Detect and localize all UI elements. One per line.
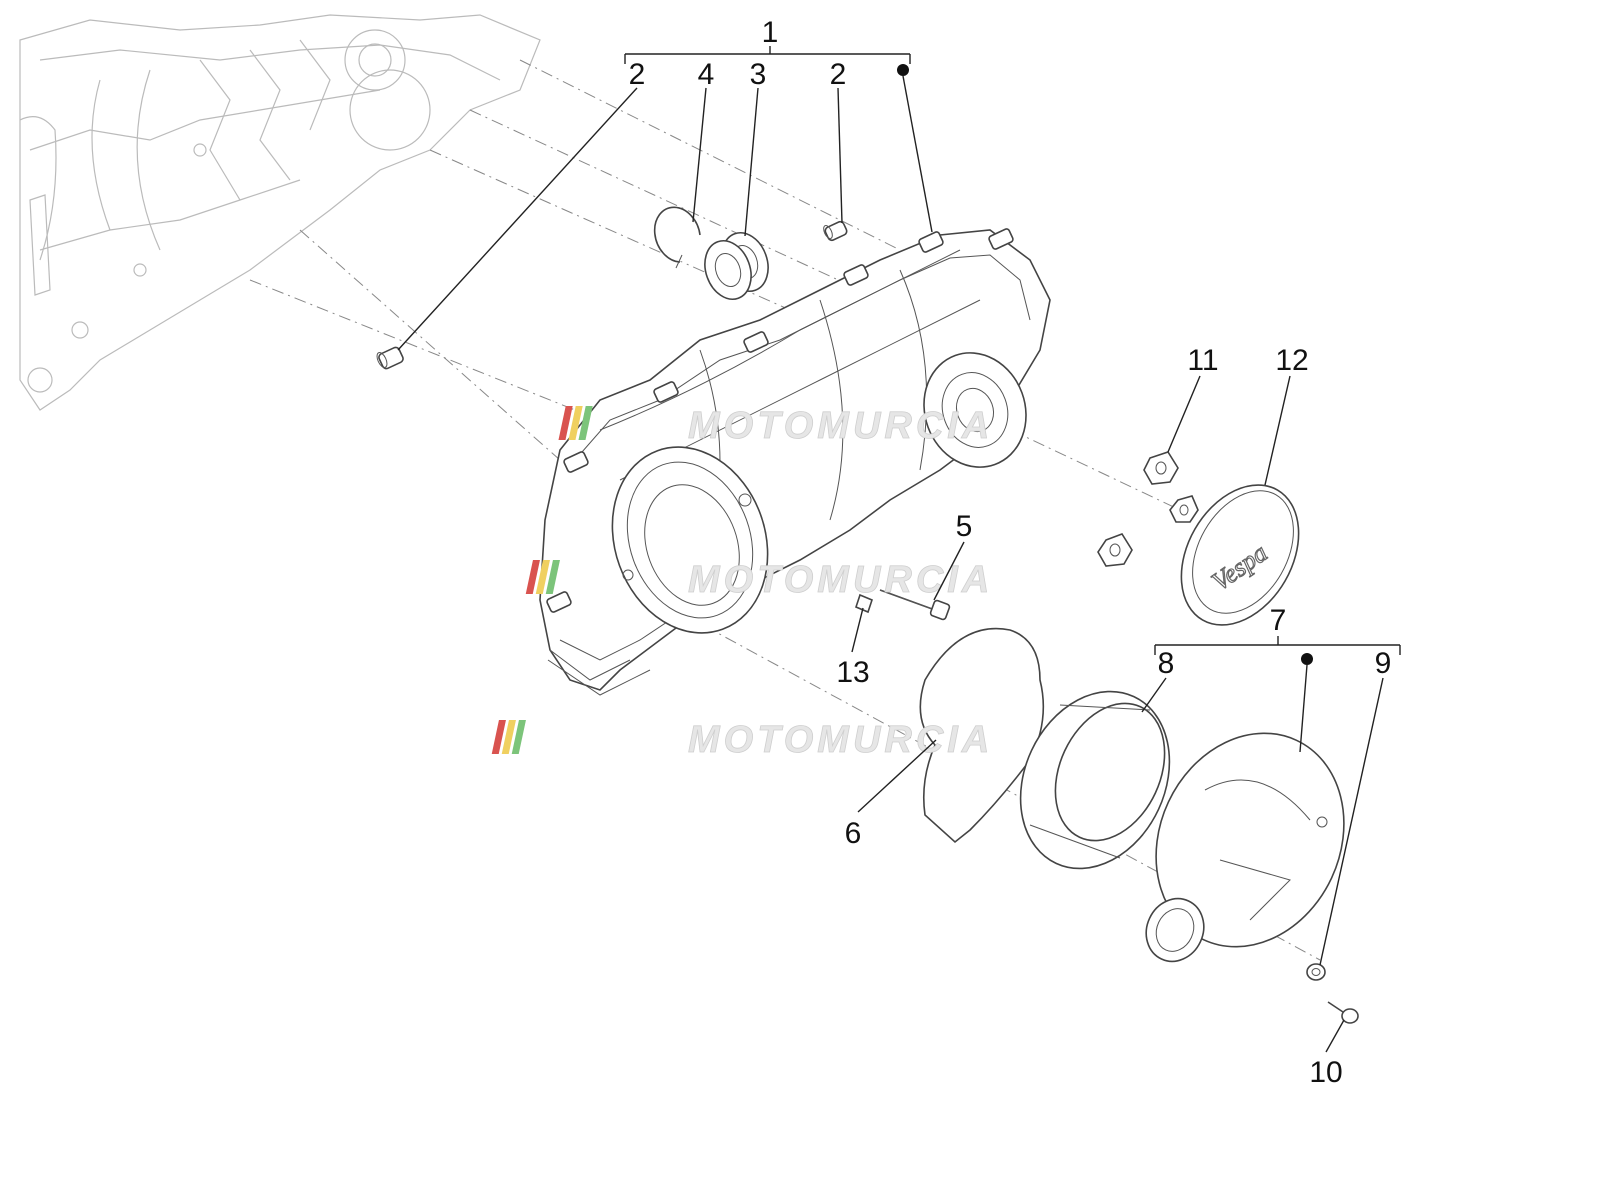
- screw: [1327, 1001, 1359, 1024]
- callout-10: 10: [1309, 1056, 1342, 1089]
- callout-4: 4: [698, 58, 715, 91]
- watermark-middle: MOTOMURCIA: [525, 559, 993, 601]
- crankcase-drawing: [19, 14, 541, 411]
- group-bracket-1: [624, 46, 911, 76]
- clip: [855, 593, 873, 614]
- callout-11: 11: [1187, 344, 1218, 377]
- air-duct-cover: [1145, 732, 1345, 963]
- ring-seal: [1019, 690, 1171, 870]
- callout-2-right: 2: [830, 58, 847, 91]
- callout-6: 6: [845, 817, 862, 850]
- transmission-cover: [539, 228, 1051, 696]
- nut-upper: [1143, 451, 1179, 485]
- washer: [1306, 963, 1326, 981]
- callout-8: 8: [1158, 647, 1175, 680]
- group-bullet-7: [1301, 653, 1313, 665]
- callout-12: 12: [1275, 344, 1308, 377]
- bearing: [704, 232, 769, 300]
- callout-13: 13: [836, 656, 869, 689]
- callout-5: 5: [956, 510, 973, 543]
- callout-1: 1: [762, 16, 779, 49]
- watermark-top: MOTOMURCIA: [558, 405, 993, 447]
- watermark-text-middle: MOTOMURCIA: [688, 559, 993, 601]
- group-bracket-7: [1154, 636, 1401, 665]
- logo-cap: Vespa: [1180, 484, 1300, 626]
- watermark-bottom: MOTOMURCIA: [491, 719, 993, 761]
- nut-lower: [1097, 533, 1133, 567]
- leader-lines: [397, 75, 1384, 1053]
- dowel-pin-right: [823, 220, 848, 242]
- callout-7: 7: [1270, 604, 1287, 637]
- callout-2-left: 2: [629, 58, 646, 91]
- watermark-text-top: MOTOMURCIA: [688, 405, 993, 447]
- callout-3: 3: [750, 58, 767, 91]
- group-bullet-1: [897, 64, 909, 76]
- callout-labels: 1 2 4 3 2 5 13 6 7 8 9 10 11 12: [629, 16, 1392, 1089]
- callout-9: 9: [1375, 647, 1392, 680]
- watermark-text-bottom: MOTOMURCIA: [688, 719, 993, 761]
- bolt: [879, 589, 951, 621]
- nut-middle: [1169, 495, 1199, 523]
- dowel-pin-left: [376, 346, 404, 370]
